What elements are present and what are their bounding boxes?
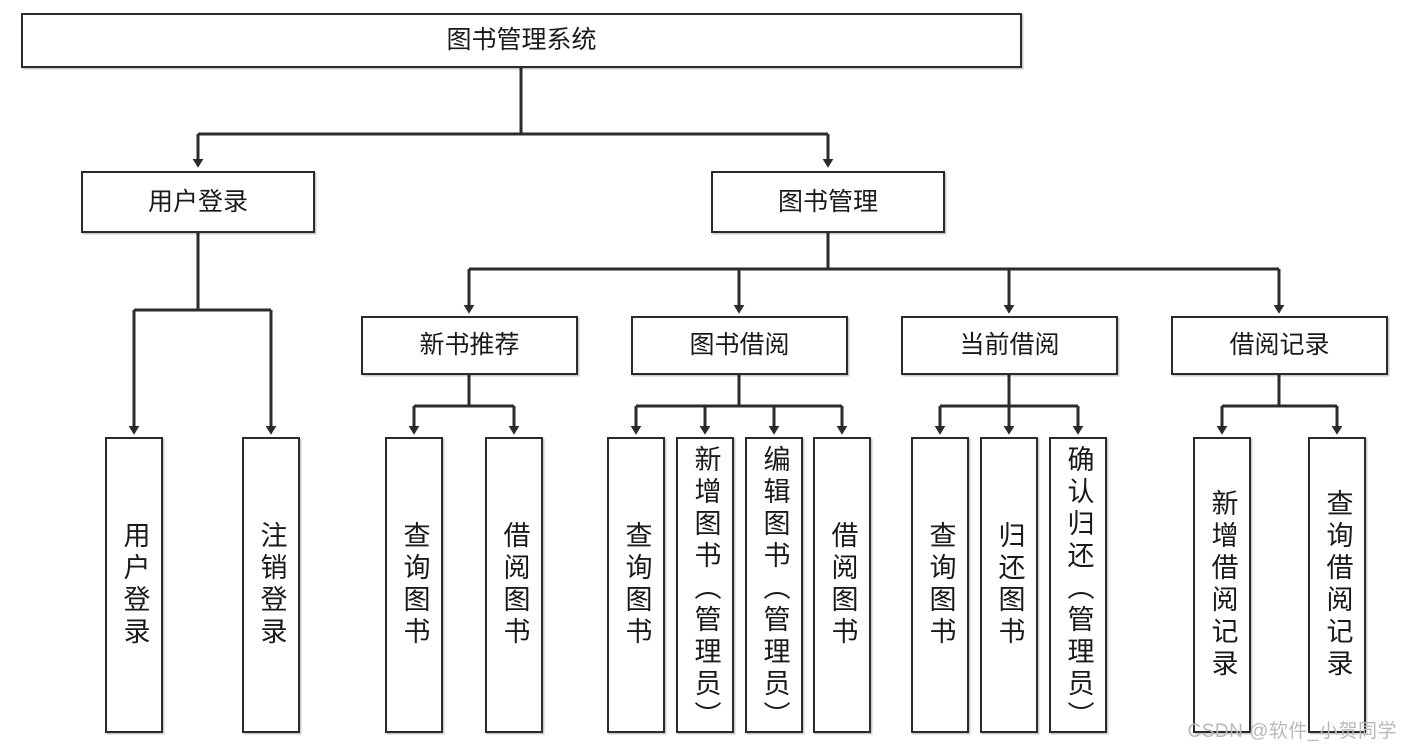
node-leaf-borrow-book-1[interactable]: 借阅图书 xyxy=(485,437,543,733)
node-leaf-query-book-3-label: 查询图书 xyxy=(925,521,956,649)
node-root-label: 图书管理系统 xyxy=(446,26,597,55)
node-leaf-borrow-book-2[interactable]: 借阅图书 xyxy=(813,437,871,733)
node-root[interactable]: 图书管理系统 xyxy=(21,13,1022,68)
node-leaf-borrow-book-1-label: 借阅图书 xyxy=(499,521,530,649)
node-leaf-user-login-label: 用户登录 xyxy=(119,521,150,649)
node-leaf-query-book-1[interactable]: 查询图书 xyxy=(385,437,443,733)
node-leaf-borrow-book-2-label: 借阅图书 xyxy=(827,521,858,649)
node-leaf-query-book-2[interactable]: 查询图书 xyxy=(607,437,665,733)
node-leaf-logout-login[interactable]: 注销登录 xyxy=(242,437,300,733)
node-leaf-query-book-1-label: 查询图书 xyxy=(399,521,430,649)
node-current-borrow-label: 当前借阅 xyxy=(959,331,1060,360)
node-new-book-recommend-label: 新书推荐 xyxy=(419,331,520,360)
node-leaf-add-record[interactable]: 新增借阅记录 xyxy=(1193,437,1251,733)
csdn-watermark: CSDN @软件_小贺同学 xyxy=(1187,721,1397,742)
node-leaf-confirm-return-label: 确认归还（管理员） xyxy=(1063,445,1094,733)
node-leaf-user-login[interactable]: 用户登录 xyxy=(105,437,163,733)
node-user-login-label: 用户登录 xyxy=(147,187,248,216)
node-current-borrow[interactable]: 当前借阅 xyxy=(901,316,1118,375)
node-new-book-recommend[interactable]: 新书推荐 xyxy=(361,316,578,375)
node-leaf-return-book[interactable]: 归还图书 xyxy=(980,437,1038,733)
node-leaf-add-record-label: 新增借阅记录 xyxy=(1207,489,1238,681)
node-leaf-confirm-return[interactable]: 确认归还（管理员） xyxy=(1049,437,1107,733)
node-book-management[interactable]: 图书管理 xyxy=(711,171,945,233)
node-book-borrow[interactable]: 图书借阅 xyxy=(631,316,848,375)
node-leaf-query-book-2-label: 查询图书 xyxy=(621,521,652,649)
node-leaf-add-book[interactable]: 新增图书（管理员） xyxy=(676,437,734,733)
node-leaf-return-book-label: 归还图书 xyxy=(994,521,1025,649)
node-leaf-add-book-label: 新增图书（管理员） xyxy=(690,445,721,733)
node-book-borrow-label: 图书借阅 xyxy=(689,331,790,360)
node-leaf-logout-login-label: 注销登录 xyxy=(256,521,287,649)
node-leaf-edit-book[interactable]: 编辑图书（管理员） xyxy=(745,437,803,733)
node-leaf-query-book-3[interactable]: 查询图书 xyxy=(911,437,969,733)
node-borrow-record[interactable]: 借阅记录 xyxy=(1171,316,1388,375)
node-borrow-record-label: 借阅记录 xyxy=(1229,331,1330,360)
node-user-login[interactable]: 用户登录 xyxy=(81,171,315,233)
node-leaf-edit-book-label: 编辑图书（管理员） xyxy=(759,445,790,733)
node-leaf-query-record-label: 查询借阅记录 xyxy=(1322,489,1353,681)
node-book-management-label: 图书管理 xyxy=(777,187,878,216)
node-leaf-query-record[interactable]: 查询借阅记录 xyxy=(1308,437,1366,733)
